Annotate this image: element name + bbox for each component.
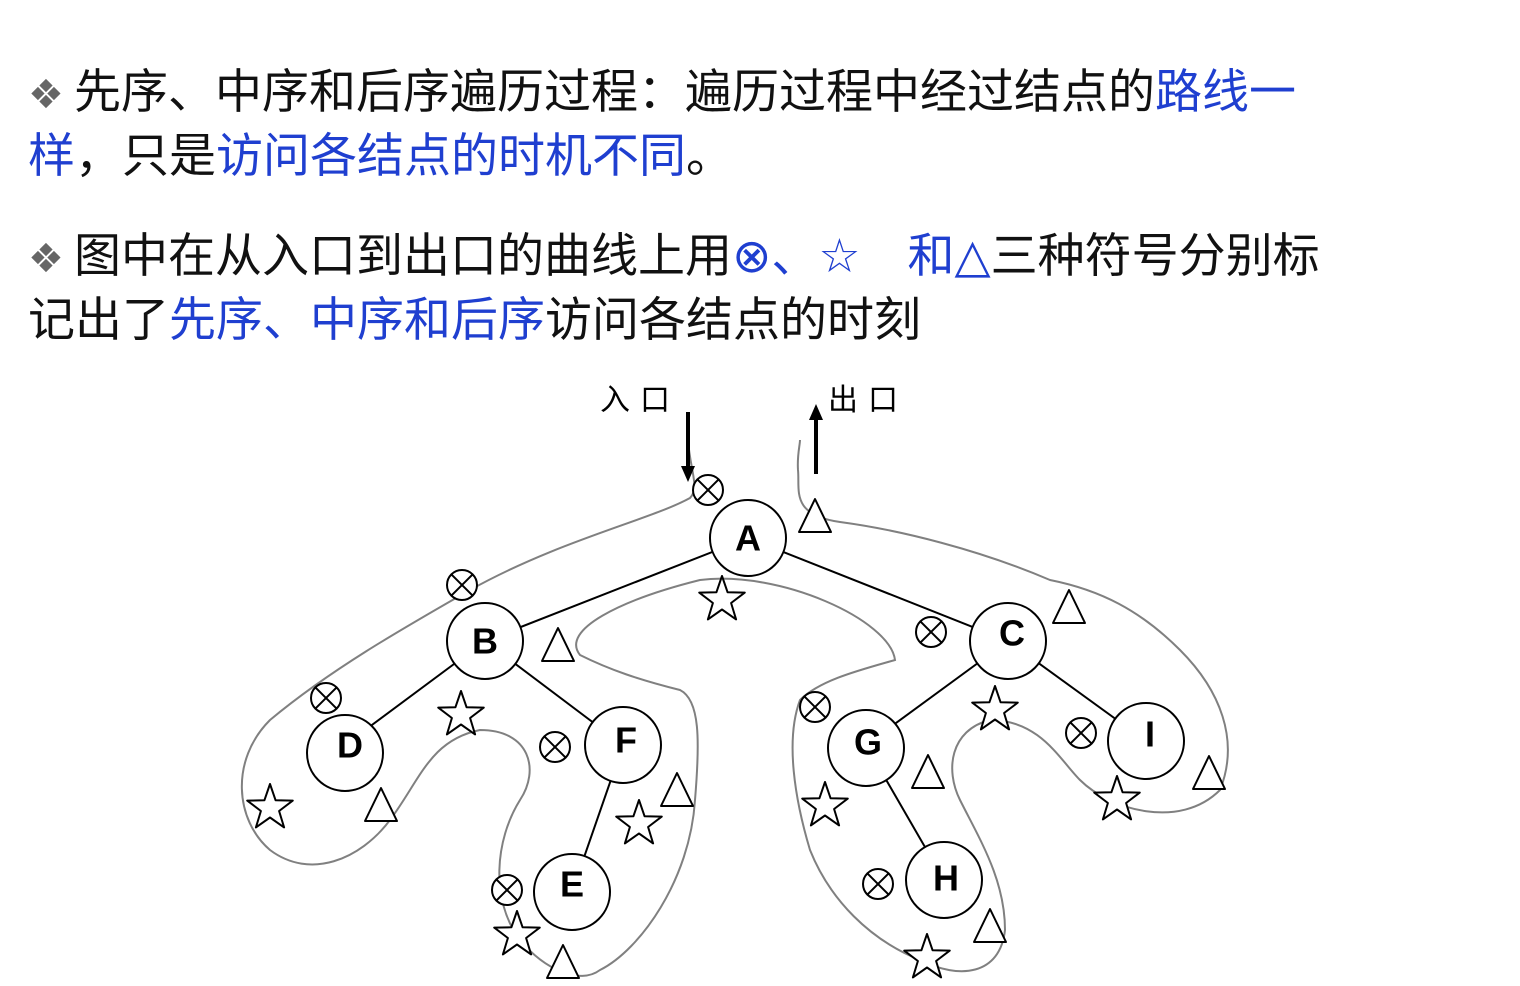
tree-node-h: H (905, 841, 983, 919)
inorder-mark-b (437, 690, 485, 736)
inorder-mark-i (1093, 775, 1141, 821)
inorder-mark-g (801, 781, 849, 827)
tree-node-d: D (306, 714, 384, 792)
paragraph1-line2: 样，只是访问各结点的时机不同。 (28, 126, 1468, 188)
p2-text-c: 记出了 (28, 293, 169, 348)
postorder-mark-h (973, 908, 1007, 943)
postorder-mark-g (911, 754, 945, 789)
preorder-mark-b (446, 569, 478, 601)
postorder-mark-a (798, 498, 832, 533)
tree-node-g: G (827, 709, 905, 787)
inorder-mark-d (246, 783, 294, 829)
inorder-mark-e (493, 910, 541, 956)
postorder-mark-i (1192, 755, 1226, 790)
postorder-mark-b (541, 627, 575, 662)
node-label-f: F (615, 720, 637, 761)
p2-text-b: 三种符号分别标 (990, 229, 1320, 284)
paragraph2-line1: ❖图中在从入口到出口的曲线上用⊗、☆ 和△三种符号分别标 (28, 226, 1488, 290)
entry-arrow-icon (681, 412, 695, 482)
tree-node-i: I (1107, 702, 1185, 780)
paragraph2-line2: 记出了先序、中序和后序访问各结点的时刻 (28, 290, 1488, 352)
preorder-mark-h (862, 868, 894, 900)
p1-highlight-a: 路线一 (1155, 65, 1296, 120)
p2-symbols: ⊗、☆ 和△ (732, 229, 991, 284)
p1-highlight-b: 样 (28, 129, 75, 184)
p1-text-c: 。 (686, 129, 733, 184)
postorder-mark-f (660, 772, 694, 807)
p2-text-d: 访问各结点的时刻 (545, 293, 921, 348)
traversal-curve (240, 439, 1229, 977)
diamond-bullet-icon: ❖ (28, 236, 64, 282)
node-label-i: I (1145, 714, 1155, 755)
node-label-d: D (337, 725, 363, 766)
node-label-h: H (933, 858, 959, 899)
tree-node-b: B (446, 602, 524, 680)
preorder-mark-a (692, 474, 724, 506)
preorder-mark-i (1065, 717, 1097, 749)
p1-text-b: ，只是 (75, 129, 216, 184)
binary-tree-traversal-diagram: A B C D E F G H I 入口 出口 (240, 383, 1229, 979)
node-label-b: B (472, 621, 498, 662)
preorder-mark-g (799, 691, 831, 723)
preorder-mark-e (491, 874, 523, 906)
p2-text-a: 图中在从入口到出口的曲线上用 (74, 229, 732, 284)
postorder-mark-d (364, 787, 398, 822)
postorder-mark-e (546, 944, 580, 979)
tree-node-c: C (969, 602, 1047, 680)
inorder-mark-h (903, 933, 951, 979)
paragraph1-line1: ❖先序、中序和后序遍历过程：遍历过程中经过结点的路线一 (28, 62, 1468, 126)
node-label-c: C (999, 613, 1025, 654)
diamond-bullet-icon: ❖ (28, 72, 64, 118)
preorder-mark-c (915, 616, 947, 648)
tree-node-a: A (709, 499, 787, 577)
tree-node-f: F (584, 706, 662, 784)
tree-node-e: E (533, 853, 611, 931)
paragraph-traversal-path: ❖先序、中序和后序遍历过程：遍历过程中经过结点的路线一 样，只是访问各结点的时机… (28, 62, 1468, 188)
p1-text-a: 先序、中序和后序遍历过程：遍历过程中经过结点的 (74, 65, 1155, 120)
inorder-mark-a (698, 575, 746, 621)
node-label-e: E (560, 864, 584, 905)
p1-highlight-c: 访问各结点的时机不同 (216, 129, 686, 184)
paragraph-symbol-legend: ❖图中在从入口到出口的曲线上用⊗、☆ 和△三种符号分别标 记出了先序、中序和后序… (28, 226, 1488, 352)
inorder-mark-f (615, 799, 663, 845)
entry-label: 入口 (600, 383, 680, 418)
preorder-mark-f (539, 731, 571, 763)
node-label-g: G (854, 722, 882, 763)
node-label-a: A (735, 518, 761, 559)
exit-label: 出口 (828, 383, 908, 418)
preorder-mark-d (310, 682, 342, 714)
postorder-mark-c (1052, 589, 1086, 624)
p2-highlight: 先序、中序和后序 (169, 293, 545, 348)
exit-arrow-icon (809, 404, 823, 474)
